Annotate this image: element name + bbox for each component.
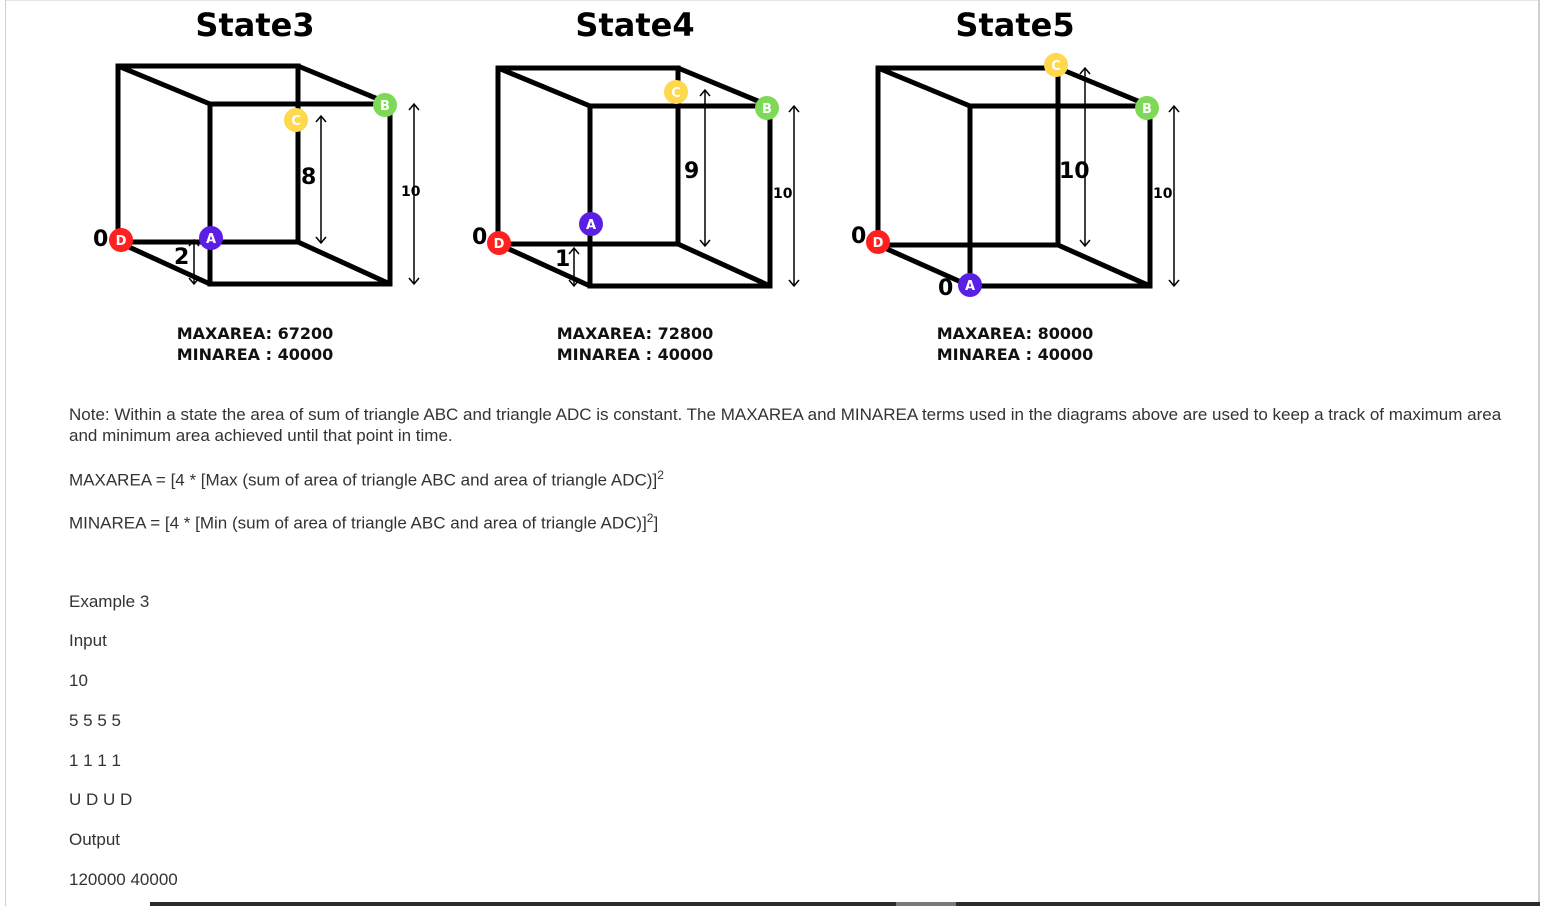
a-zero-label: 0	[938, 276, 953, 301]
svg-text:C: C	[671, 86, 681, 101]
state5-cube: 10 10 0 0 D A C B	[851, 53, 1180, 301]
svg-text:A: A	[965, 279, 975, 294]
minarea-label: MINAREA : 40000	[936, 345, 1094, 364]
maxarea-label: MAXAREA: 80000	[936, 324, 1094, 343]
input-line: 10	[69, 671, 88, 690]
point-b	[373, 93, 397, 117]
state4-diagram: State4 10 9 1 0 D A C	[455, 0, 815, 370]
c-height-label: 10	[1059, 159, 1090, 184]
svg-text:B: B	[1142, 102, 1152, 117]
formula-minarea-text: MINAREA = [4 * [Min (sum of area of tria…	[69, 513, 647, 533]
input-line: 1 1 1 1	[69, 751, 121, 770]
state-title: State4	[575, 6, 695, 44]
formula-minarea-tail: ]	[653, 513, 659, 533]
point-b	[755, 96, 779, 120]
page-left-border	[5, 0, 6, 906]
a-height-label: 1	[555, 247, 570, 272]
formula-maxarea-exponent: 2	[657, 468, 664, 482]
note-paragraph: Note: Within a state the area of sum of …	[69, 405, 1502, 445]
page-top-border	[5, 0, 1540, 1]
svg-text:C: C	[291, 114, 301, 129]
d-zero-label: 0	[472, 225, 487, 250]
point-a	[958, 273, 982, 297]
svg-text:D: D	[873, 236, 884, 251]
point-a	[579, 212, 603, 236]
scrollbar-thumb[interactable]	[896, 902, 956, 906]
svg-text:D: D	[116, 234, 127, 249]
point-c	[1044, 53, 1068, 77]
minarea-label: MINAREA : 40000	[176, 345, 334, 364]
input-line: 5 5 5 5	[69, 711, 121, 730]
formula-maxarea: MAXAREA = [4 * [Max (sum of area of tria…	[69, 468, 664, 491]
example-title: Example 3	[69, 592, 150, 611]
a-height-label: 2	[174, 245, 189, 270]
point-d	[866, 230, 890, 254]
input-label: Input	[69, 631, 107, 650]
point-c	[284, 108, 308, 132]
state4-cube: 10 9 1 0 D A C B	[472, 65, 800, 289]
state5-diagram: State5 10 10 0 0 D A C B MAXAREA: 80	[835, 0, 1195, 370]
formula-minarea-exponent: 2	[646, 511, 654, 525]
point-b	[1135, 96, 1159, 120]
state-title: State5	[955, 6, 1075, 44]
page-right-border	[1538, 0, 1540, 906]
maxarea-label: MAXAREA: 67200	[176, 324, 334, 343]
input-line: U D U D	[69, 790, 133, 809]
svg-text:D: D	[494, 237, 505, 252]
point-a	[199, 226, 223, 250]
side-label: 10	[1153, 186, 1173, 202]
side-label: 10	[401, 184, 421, 200]
maxarea-label: MAXAREA: 72800	[556, 324, 714, 343]
minarea-label: MINAREA : 40000	[556, 345, 714, 364]
point-d	[487, 231, 511, 255]
svg-text:A: A	[206, 232, 216, 247]
output-label: Output	[69, 830, 121, 849]
formula-maxarea-text: MAXAREA = [4 * [Max (sum of area of tria…	[69, 470, 658, 490]
horizontal-scrollbar[interactable]	[150, 902, 1540, 906]
d-zero-label: 0	[851, 224, 866, 249]
c-height-label: 8	[301, 165, 316, 190]
formula-minarea: MINAREA = [4 * [Min (sum of area of tria…	[69, 511, 658, 534]
state3-cube: 10 8 2 0 D A C B	[93, 63, 421, 287]
c-height-label: 9	[684, 159, 699, 184]
point-c	[664, 80, 688, 104]
svg-text:C: C	[1051, 59, 1061, 74]
svg-text:B: B	[762, 102, 772, 117]
side-label: 10	[773, 186, 793, 202]
output-value: 120000 40000	[69, 870, 178, 889]
point-d	[109, 228, 133, 252]
d-zero-label: 0	[93, 227, 108, 252]
state-title: State3	[195, 6, 315, 44]
svg-text:A: A	[586, 218, 596, 233]
state3-diagram: State3 10 8 2 0 D	[75, 0, 435, 370]
svg-text:B: B	[380, 99, 390, 114]
